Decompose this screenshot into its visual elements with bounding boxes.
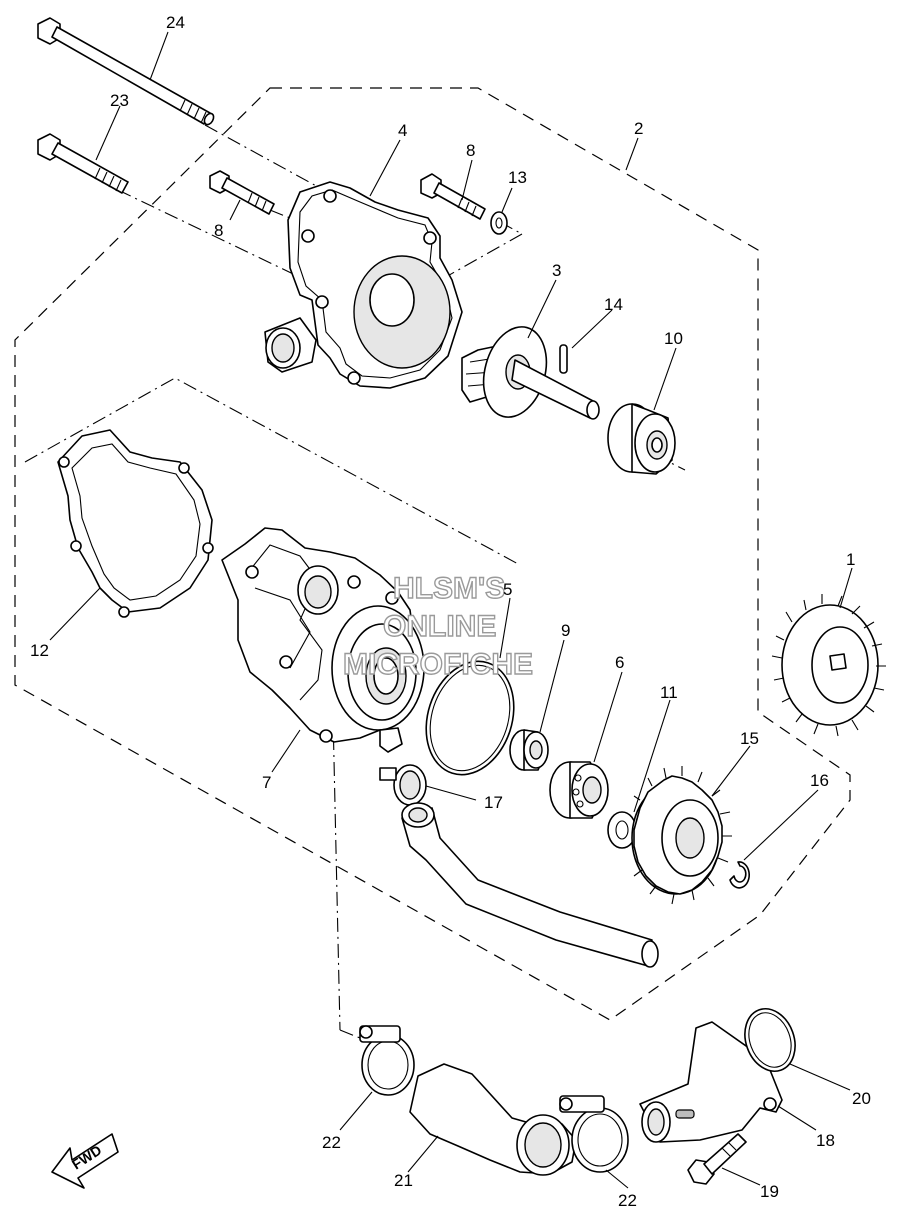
callout-6: 6 [615, 653, 624, 672]
callout-24: 24 [166, 13, 185, 32]
hose-21 [409, 1063, 577, 1176]
bolt-8-right [420, 173, 486, 220]
outlet-pipe-18 [639, 1021, 783, 1143]
callout-19: 19 [760, 1182, 779, 1201]
bolt-24 [37, 17, 215, 126]
watermark-line-2: ONLINE [383, 610, 496, 643]
gear-15 [631, 766, 732, 905]
leader-lines [49, 31, 853, 1189]
hose-clamp-17 [379, 764, 427, 806]
callout-8-left: 8 [214, 221, 223, 240]
bolt-23 [37, 133, 129, 194]
bolt-19 [687, 1133, 747, 1185]
gasket-alignment-frame [24, 377, 521, 566]
oil-seal-9 [509, 729, 549, 771]
pump-cover-4 [264, 181, 463, 389]
callout-3: 3 [552, 261, 561, 280]
watermark: HLSM'S ONLINE MICROFICHE [342, 571, 533, 681]
washer-13 [490, 211, 508, 235]
callout-5: 5 [503, 580, 512, 599]
callout-22-left: 22 [322, 1133, 341, 1152]
callout-14: 14 [604, 295, 623, 314]
callout-1: 1 [846, 550, 855, 569]
gear-1 [771, 594, 886, 737]
hose-clamp-22-right [559, 1095, 629, 1173]
callout-2: 2 [634, 119, 643, 138]
impeller-shaft-3 [461, 326, 600, 420]
callout-17: 17 [484, 793, 503, 812]
bolt-8-left [209, 170, 275, 215]
bearing-6 [549, 761, 609, 819]
pump-housing-7 [221, 527, 425, 753]
callout-9: 9 [561, 621, 570, 640]
callout-15: 15 [740, 729, 759, 748]
callout-18: 18 [816, 1131, 835, 1150]
callout-12: 12 [30, 641, 49, 660]
watermark-line-1: HLSM'S [393, 572, 505, 605]
circlip-16 [729, 861, 750, 889]
callout-4: 4 [398, 121, 407, 140]
callout-23: 23 [110, 91, 129, 110]
watermark-line-3: MICROFICHE [343, 648, 533, 681]
callout-22-right: 22 [618, 1191, 637, 1210]
gasket-12 [57, 429, 214, 618]
callout-10: 10 [664, 329, 683, 348]
pin-14 [559, 344, 568, 374]
mechanical-seal-10 [607, 403, 676, 475]
callout-7: 7 [262, 773, 271, 792]
callout-8-right: 8 [466, 141, 475, 160]
assembly-boundary-2 [14, 87, 851, 1021]
callout-11: 11 [660, 683, 678, 702]
callout-13: 13 [508, 168, 527, 187]
part-number-callouts: 1 2 3 4 5 6 7 8 8 9 10 11 12 13 14 15 16… [30, 13, 871, 1210]
bypass-hose [401, 802, 659, 968]
hose-clamp-22-left [359, 1025, 415, 1096]
o-ring-20 [744, 1008, 796, 1072]
fwd-arrow-icon: FWD [51, 1133, 119, 1189]
callout-20: 20 [852, 1089, 871, 1108]
callout-21: 21 [394, 1171, 413, 1190]
o-ring-5 [425, 660, 515, 776]
callout-16: 16 [810, 771, 829, 790]
